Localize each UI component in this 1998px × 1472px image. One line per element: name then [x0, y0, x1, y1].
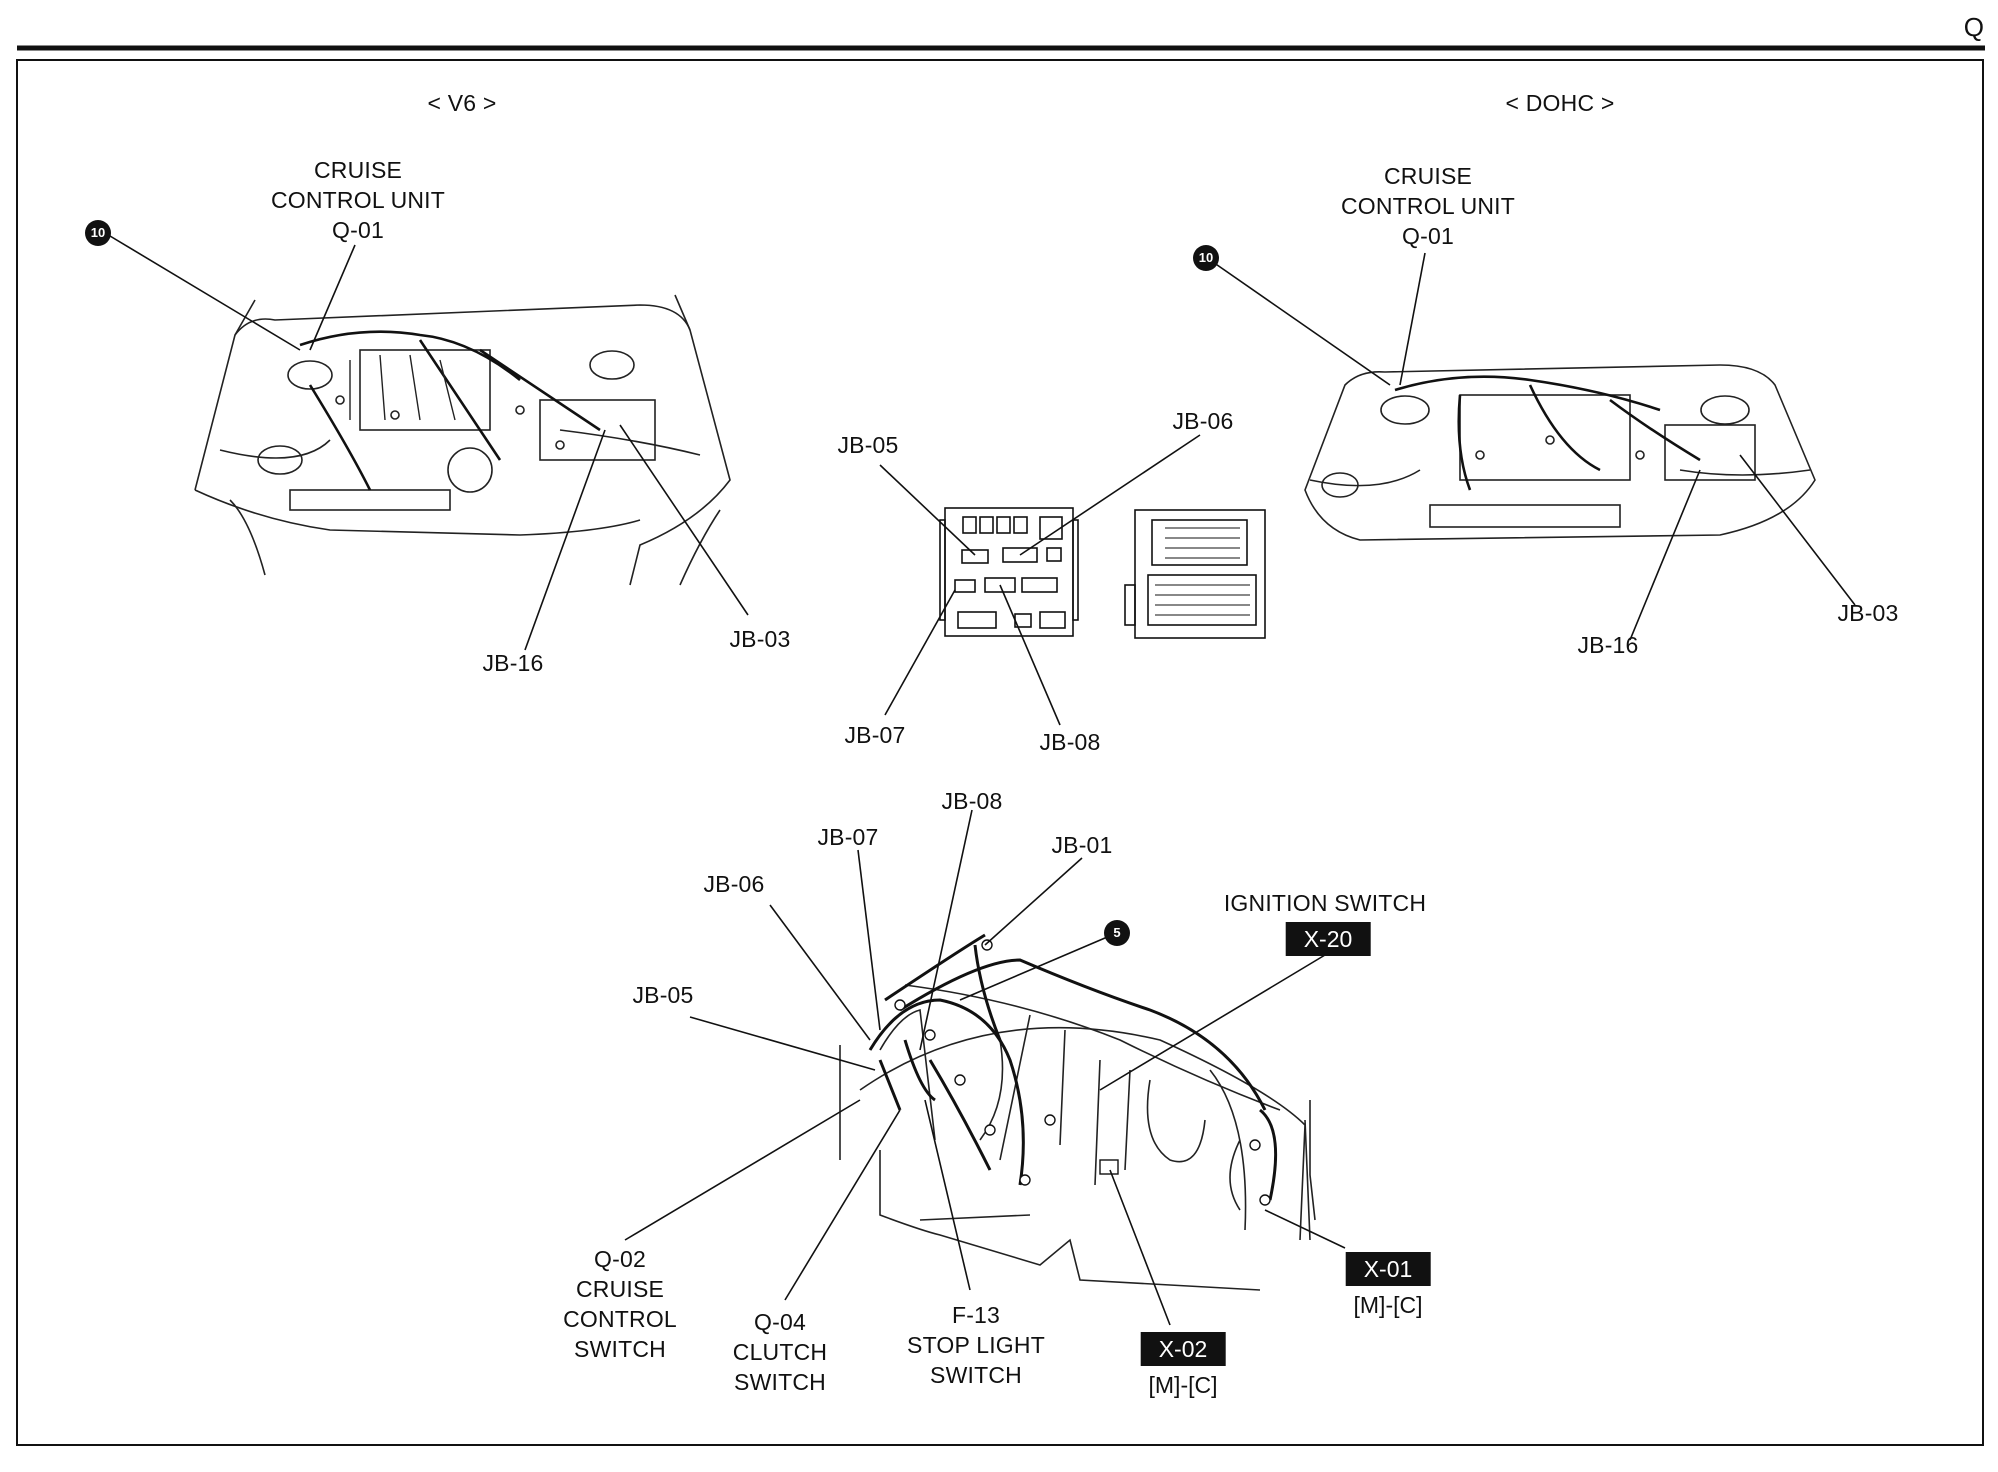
- q04-line-1: Q-04: [754, 1309, 806, 1335]
- junction-block-left: [939, 507, 1079, 637]
- dash-jb01-label: JB-01: [1051, 832, 1113, 858]
- junction-jb08-label: JB-08: [1039, 729, 1101, 755]
- v6-unit-line-3: Q-01: [332, 217, 384, 243]
- dashboard-harness: [839, 984, 1316, 1291]
- dash-jb07-label: JB-07: [817, 824, 879, 850]
- q02-cruise-control-switch-label: Q-02 CRUISE CONTROL SWITCH: [563, 1244, 677, 1364]
- f13-line-3: SWITCH: [930, 1362, 1022, 1388]
- v6-ground-point-bullet: 10: [85, 220, 111, 246]
- v6-leaders: [109, 235, 749, 651]
- v6-cruise-control-unit-label: CRUISE CONTROL UNIT Q-01: [271, 155, 445, 245]
- ignition-switch-label: IGNITION SWITCH: [1223, 890, 1427, 916]
- junction-block-right: [1124, 509, 1266, 639]
- f13-line-2: STOP LIGHT: [907, 1332, 1045, 1358]
- v6-jb16-label: JB-16: [482, 650, 544, 676]
- dohc-unit-line-3: Q-01: [1402, 223, 1454, 249]
- dash-jb06-label: JB-06: [703, 871, 765, 897]
- q04-line-2: CLUTCH: [732, 1339, 828, 1365]
- v6-unit-line-1: CRUISE: [313, 157, 403, 183]
- page-section-letter: Q: [1963, 12, 1984, 42]
- v6-header: < V6 >: [427, 90, 497, 116]
- v6-unit-line-2: CONTROL UNIT: [270, 187, 446, 213]
- dash-jb08-label: JB-08: [941, 788, 1003, 814]
- f13-stop-light-switch-label: F-13 STOP LIGHT SWITCH: [907, 1300, 1045, 1390]
- v6-engine-bay: [194, 294, 731, 586]
- dohc-cruise-control-unit-label: CRUISE CONTROL UNIT Q-01: [1341, 161, 1515, 251]
- x02-variant-label: [M]-[C]: [1148, 1372, 1218, 1398]
- q02-line-1: Q-02: [594, 1246, 646, 1272]
- q02-line-2: CRUISE: [575, 1276, 665, 1302]
- v6-jb03-label: JB-03: [729, 626, 791, 652]
- q02-line-4: SWITCH: [574, 1336, 666, 1362]
- dohc-leaders: [1209, 252, 1856, 641]
- f13-line-1: F-13: [951, 1302, 1001, 1328]
- junction-jb05-label: JB-05: [837, 432, 899, 458]
- junction-leaders: [879, 434, 1201, 726]
- junction-jb06-label: JB-06: [1172, 408, 1234, 434]
- dohc-ground-point-bullet: 10: [1193, 245, 1219, 271]
- dohc-unit-line-2: CONTROL UNIT: [1340, 193, 1516, 219]
- junction-jb07-label: JB-07: [844, 722, 906, 748]
- dohc-engine-bay: [1304, 364, 1816, 541]
- dohc-header: < DOHC >: [1505, 90, 1615, 116]
- dohc-unit-line-1: CRUISE: [1383, 163, 1473, 189]
- dohc-jb03-label: JB-03: [1837, 600, 1899, 626]
- page-frame: [16, 45, 1985, 1446]
- dashboard-connectors: [894, 939, 1271, 1206]
- x02-connector-tag: X-02: [1140, 1332, 1226, 1366]
- q04-line-3: SWITCH: [734, 1369, 826, 1395]
- dashboard-leaders: [624, 809, 1346, 1326]
- q04-clutch-switch-label: Q-04 CLUTCH SWITCH: [733, 1307, 827, 1397]
- dash-ground-point-bullet: 5: [1104, 920, 1130, 946]
- dashboard-wires: [868, 933, 1278, 1201]
- ignition-switch-connector-tag: X-20: [1285, 922, 1371, 956]
- dohc-jb16-label: JB-16: [1577, 632, 1639, 658]
- dash-jb05-label: JB-05: [632, 982, 694, 1008]
- x01-connector-tag: X-01: [1345, 1252, 1431, 1286]
- q02-line-3: CONTROL: [563, 1306, 677, 1332]
- x01-variant-label: [M]-[C]: [1353, 1292, 1423, 1318]
